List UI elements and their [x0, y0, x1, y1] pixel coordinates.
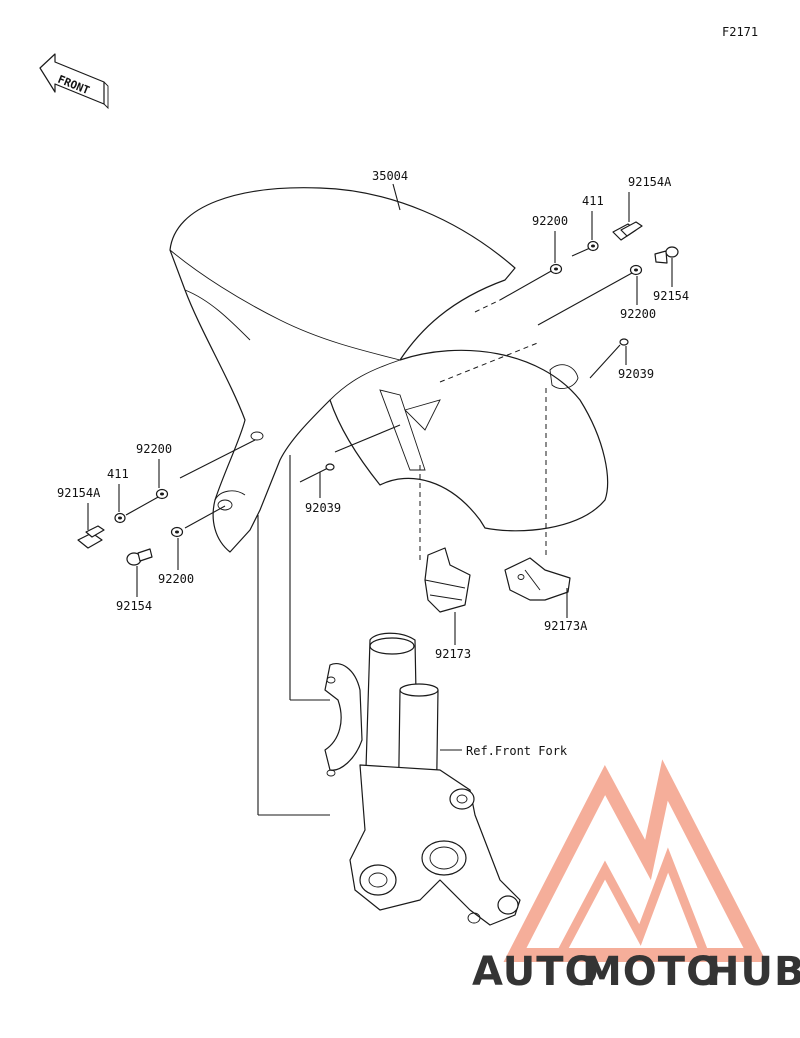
washer-411-right-icon — [587, 240, 599, 252]
callout-clamp-bracket-left: 92173 — [435, 647, 471, 661]
front-fork-assembly — [324, 632, 521, 926]
callout-bolt-a-left: 92154A — [57, 486, 101, 500]
washer-92200-right-top-icon — [549, 263, 563, 275]
callout-washer-92200-left-top: 92200 — [136, 442, 172, 456]
bolt-92154-left-icon — [126, 548, 153, 566]
callout-fender: 35004 — [372, 169, 408, 183]
bolt-92154a-right-icon — [612, 221, 643, 241]
callout-washer-411-left: 411 — [107, 467, 129, 481]
washer-92200-left-top-icon — [155, 488, 169, 500]
washer-92200-right-bottom-icon — [629, 264, 643, 276]
clamp-bracket-92173-icon — [424, 547, 471, 613]
callout-washer-92200-right-bottom: 92200 — [620, 307, 656, 321]
callout-washer-92200-left-bottom: 92200 — [158, 572, 194, 586]
watermark-moto: MOTO — [582, 949, 721, 995]
watermark-auto: AUTO — [472, 949, 600, 995]
clamp-92039-right-icon — [589, 338, 629, 379]
callout-washer-411-right: 411 — [582, 194, 604, 208]
callout-bolt-left: 92154 — [116, 599, 152, 613]
callout-bolt-a-right: 92154A — [628, 175, 672, 189]
ref-front-fork-label: Ref.Front Fork — [466, 744, 568, 758]
washer-92200-left-bottom-icon — [170, 526, 184, 538]
automotohub-watermark-logo: AUTO MOTO HUB — [472, 759, 800, 995]
front-fender — [169, 187, 609, 553]
clamp-bracket-92173a-icon — [504, 557, 571, 601]
figure-code: F2171 — [722, 25, 758, 39]
bolt-92154a-left-icon — [77, 525, 105, 549]
washer-411-left-icon — [114, 512, 126, 524]
bolt-92154-right-icon — [654, 246, 679, 264]
clamp-92039-left-icon — [299, 463, 335, 483]
callout-washer-92200-right-top: 92200 — [532, 214, 568, 228]
watermark-hub: HUB — [706, 949, 800, 995]
callout-bolt-right: 92154 — [653, 289, 689, 303]
callout-clamp-bracket-right: 92173A — [544, 619, 588, 633]
front-arrow-icon: FRONT — [39, 53, 109, 110]
callout-clamp-left: 92039 — [305, 501, 341, 515]
callout-clamp-right: 92039 — [618, 367, 654, 381]
